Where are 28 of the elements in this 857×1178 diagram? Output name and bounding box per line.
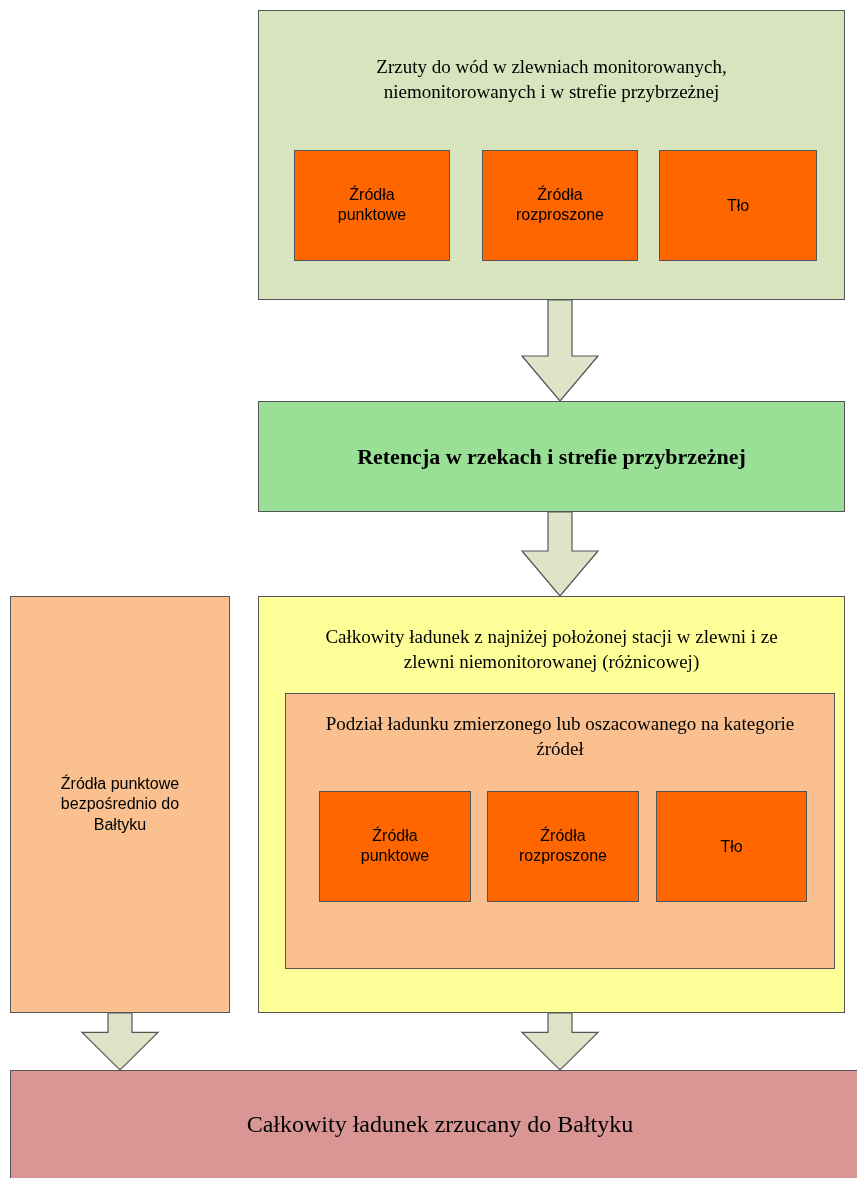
process-box <box>319 791 471 902</box>
process-box <box>10 1070 857 1178</box>
process-panel <box>258 10 845 300</box>
box-label: Retencja w rzekach i strefie przybrzeżnej <box>356 442 747 471</box>
box-label: Źródła punktowe <box>336 184 408 226</box>
process-box <box>294 150 450 261</box>
box-label: Źródła punktowe <box>359 825 431 867</box>
process-box <box>656 791 807 902</box>
block-arrow <box>520 299 600 402</box>
process-box <box>482 150 638 261</box>
block-arrow <box>80 1012 160 1071</box>
box-label: Tło <box>719 836 744 857</box>
block-arrow <box>520 1012 600 1071</box>
process-box <box>258 401 845 512</box>
box-label: Zrzuty do wód w zlewniach monitorowanych, niemonitorowanych i w strefie przybrzeżnej <box>375 55 728 104</box>
block-arrow <box>520 511 600 597</box>
box-label: Całkowity ładunek zrzucany do Bałtyku <box>245 1110 635 1140</box>
process-panel <box>258 596 845 1013</box>
process-box <box>10 596 230 1013</box>
box-label: Podział ładunku zmierzonego lub oszacowanego na kategorie źródeł <box>324 712 796 761</box>
box-label: Źródła rozproszone <box>514 184 605 226</box>
box-label: Całkowity ładunek z najniżej położonej stacji w zlewni i ze zlewni niemonitorowanej (różnicowej) <box>324 625 779 674</box>
box-label: Źródła punktowe bezpośrednio do Bałtyku <box>59 773 181 835</box>
process-box <box>487 791 639 902</box>
box-label: Źródła rozproszone <box>517 825 608 867</box>
process-panel <box>285 693 835 969</box>
process-box <box>659 150 817 261</box>
box-label: Tło <box>725 195 751 216</box>
